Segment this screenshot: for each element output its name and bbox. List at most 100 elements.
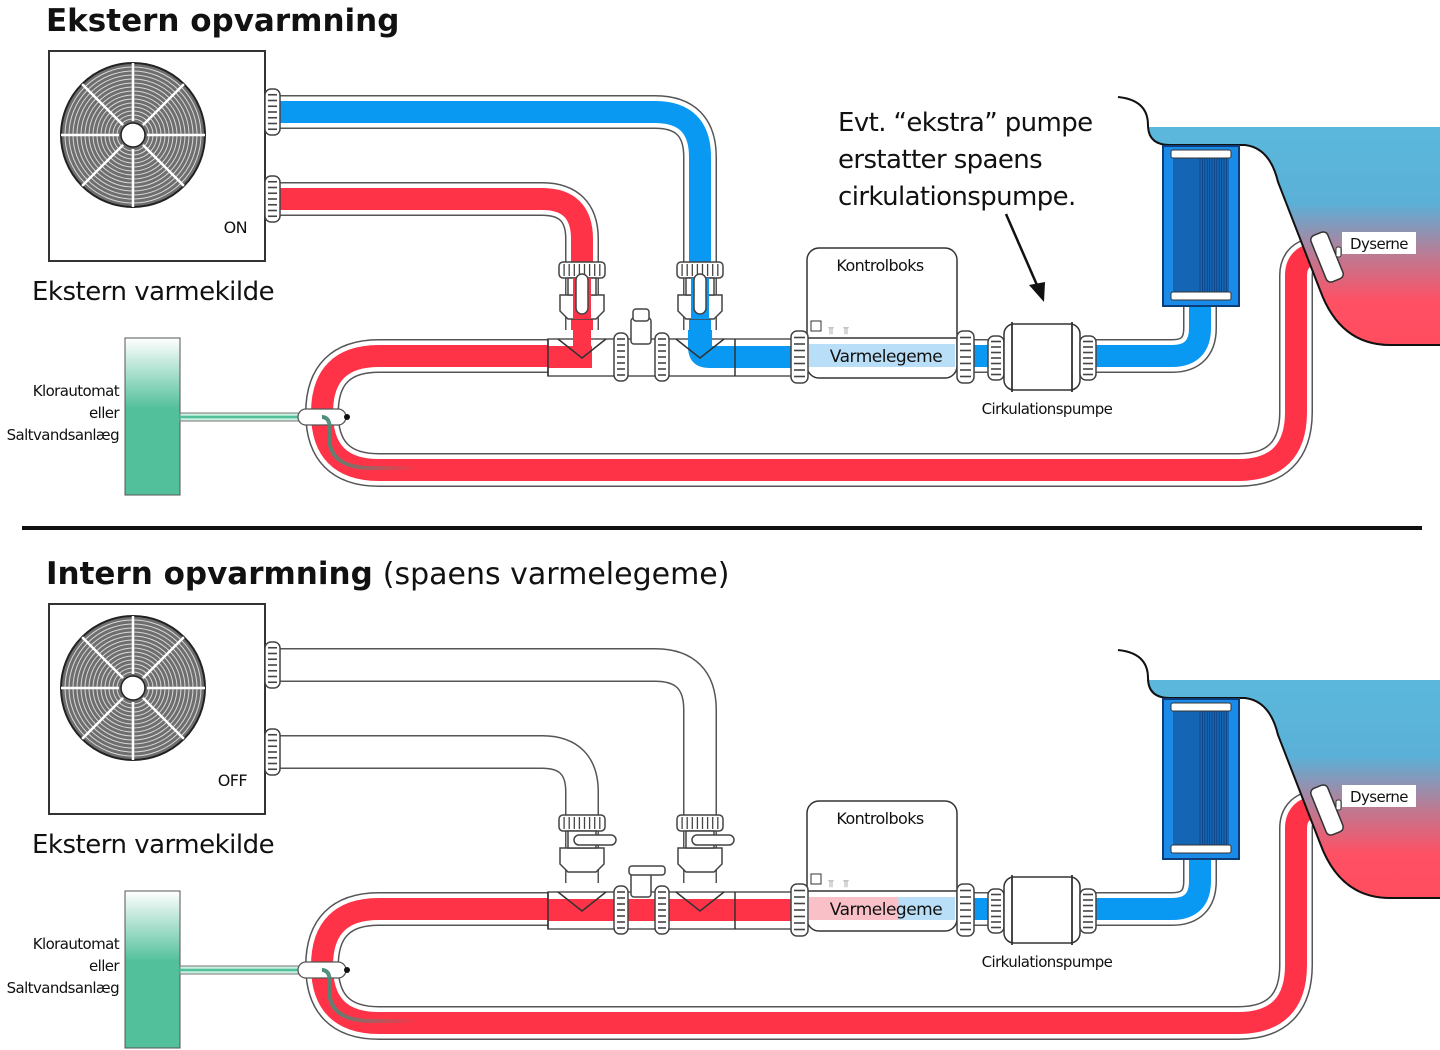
chlorinator	[124, 337, 418, 496]
heater-coupling-left	[790, 330, 809, 384]
circulation-pump	[987, 322, 1097, 392]
heater-label: Varmelegeme	[830, 900, 942, 920]
heat-source-return-pipe-flow	[278, 101, 711, 330]
tee-notch	[557, 338, 607, 359]
control-box-label: Kontrolboks	[836, 256, 924, 275]
fan-spoke	[142, 83, 185, 126]
fan-hub	[120, 122, 146, 148]
pump-coupling-right	[1079, 335, 1097, 381]
pump-coupling-left	[987, 335, 1005, 381]
heater-element	[809, 897, 955, 920]
heat-source-supply-pipe-flow	[278, 188, 593, 330]
jets-label: Dyserne	[1350, 788, 1408, 806]
heat-source-label: Ekstern varmekilde	[32, 830, 274, 860]
heat-source-status: OFF	[218, 771, 248, 790]
chlorinator-label-line: eller	[89, 404, 120, 422]
heat-source-return-pipe-wall	[278, 649, 716, 883]
heater-coupling-right	[956, 883, 975, 937]
fan-icon	[60, 62, 206, 208]
panel-title: Ekstern opvarmning	[46, 3, 399, 39]
panel-title-bold: Intern opvarmning	[46, 556, 373, 592]
heat-source-coupling-bottom	[264, 175, 281, 223]
union-left	[613, 332, 629, 382]
spa-wall	[1117, 96, 1440, 346]
heat-source-status: ON	[224, 218, 247, 237]
bypass-valve-cap	[632, 308, 650, 322]
injector-tip	[344, 414, 350, 420]
pump-to-filter-pipe-flow	[960, 853, 1211, 920]
fan-spoke	[142, 697, 185, 740]
filter-cap-bottom	[1170, 844, 1232, 854]
manifold-hot-flow	[548, 346, 592, 368]
jets-label-bg	[1342, 785, 1416, 807]
pump-to-filter-pipe-flow	[960, 300, 1211, 368]
heater-coupling-right	[956, 330, 975, 384]
valve-return-handle-closed	[691, 834, 735, 846]
jet-nozzle	[1310, 231, 1344, 283]
tee-notch	[557, 891, 607, 912]
valve-supply-handle-closed	[573, 834, 617, 846]
filter-cap-bottom	[1170, 291, 1232, 301]
valve-supply	[558, 814, 617, 873]
heat-source-return-pipe-outline	[278, 95, 717, 330]
chlorinator-label-line: Klorautomat	[33, 935, 120, 953]
fan-spoke	[81, 636, 124, 679]
valve-return-nut	[676, 814, 724, 832]
filter-media	[1173, 709, 1229, 849]
heater-element	[809, 344, 955, 367]
spa-wall	[1117, 649, 1440, 899]
bypass-valve	[628, 865, 666, 898]
spa-water	[1148, 680, 1440, 898]
chlorine-trail	[321, 415, 418, 470]
extra-pump-note-line: cirkulationspumpe.	[838, 182, 1076, 212]
panel-internal-heating: Intern opvarmning(spaens varmelegeme) OFF…	[7, 556, 1440, 1049]
panel-title-bold: Ekstern opvarmning	[46, 3, 399, 39]
filter-cap-top	[1170, 149, 1232, 159]
manifold-cold-flow	[688, 330, 798, 368]
note-arrow-shaft	[1004, 213, 1042, 293]
fan-spoke	[142, 144, 185, 187]
pump-label: Cirkulationspumpe	[982, 953, 1113, 971]
union-left	[613, 885, 629, 935]
heat-source-supply-pipe-outline	[278, 182, 599, 330]
pump-coupling-right	[1079, 888, 1097, 934]
fan-spoke	[81, 144, 124, 187]
filter-cartridge	[1162, 145, 1240, 307]
bypass-valve-handle	[628, 865, 666, 876]
spa-tub	[1117, 649, 1440, 899]
tee-notch	[675, 338, 725, 359]
valve-supply-handle-open	[575, 273, 589, 315]
heat-source-supply-pipe-wall	[278, 183, 598, 330]
control-box: Kontrolboks⫪⫪Varmelegeme	[806, 247, 958, 379]
spa-tub	[1117, 96, 1440, 346]
heater-coupling-left	[790, 883, 809, 937]
heat-source-supply-pipe-outline	[278, 735, 599, 883]
chlorinator-unit	[124, 337, 181, 496]
jet-body	[1310, 231, 1344, 283]
manifold-hot-flow	[548, 899, 798, 921]
heat-source-coupling-top	[264, 88, 281, 136]
fan-spoke	[81, 83, 124, 126]
chlorine-trail	[321, 968, 418, 1023]
heater-label: Varmelegeme	[830, 347, 942, 367]
fan-spoke	[81, 697, 124, 740]
union-right	[654, 885, 670, 935]
jets-label-bg	[1342, 232, 1416, 254]
filter-cap-top	[1170, 702, 1232, 712]
jets-label: Dyserne	[1350, 235, 1408, 253]
spa-water	[1148, 127, 1440, 345]
chlorinator-label-line: Saltvandsanlæg	[7, 426, 119, 444]
heat-pump-unit: ON	[48, 50, 266, 262]
heat-source-return-pipe-wall	[278, 96, 716, 330]
control-box: Kontrolboks⫪⫪Varmelegeme	[806, 800, 958, 932]
panel-title: Intern opvarmning(spaens varmelegeme)	[46, 556, 729, 592]
chlorinator-unit	[124, 890, 181, 1049]
pump-housing	[1003, 323, 1081, 391]
terminal-icon: ⫪	[827, 326, 834, 337]
valve-supply-body	[559, 847, 605, 873]
pump-coupling-left	[987, 888, 1005, 934]
injector-tip	[344, 967, 350, 973]
chlorinator	[124, 890, 418, 1049]
